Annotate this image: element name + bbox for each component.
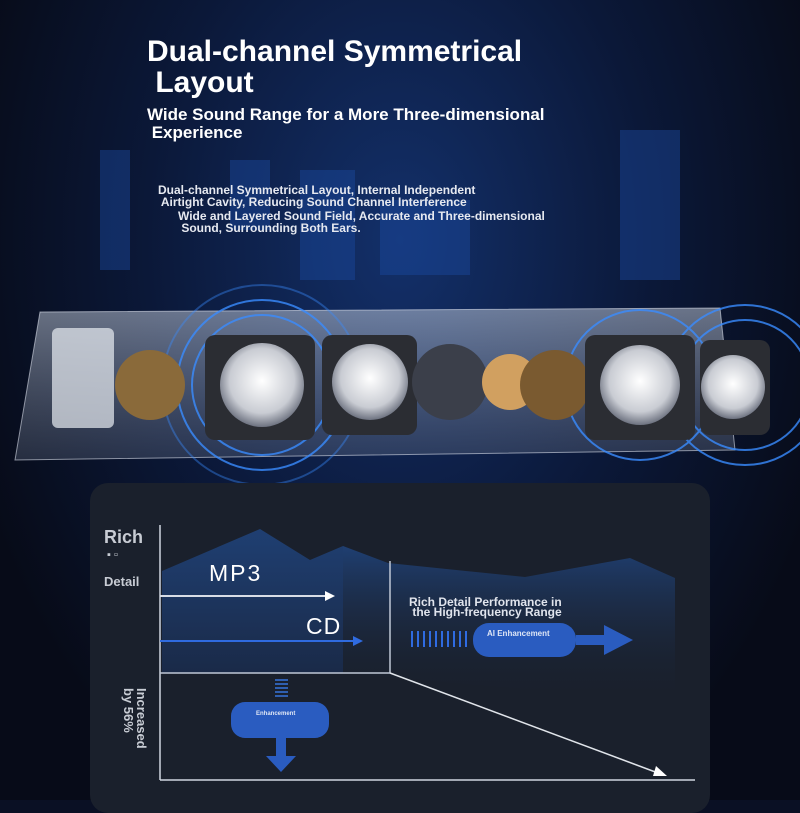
mp3-area xyxy=(162,529,343,673)
high-frequency-label: Rich Detail Performance in the High-freq… xyxy=(409,595,562,619)
cd-label: CD xyxy=(306,613,342,639)
enhancement-label: Enhancement xyxy=(256,711,296,717)
bg-equalizer-block xyxy=(380,200,470,275)
feature-text-1: Dual-channel Symmetrical Layout, Interna… xyxy=(158,183,476,209)
speaker-illustration xyxy=(14,284,800,486)
diagram-panel: Rich ▪ ▫ Detail Increased by 56% MP3 CD … xyxy=(90,483,710,813)
y-label-increased: Increased by 56% xyxy=(121,688,149,749)
bg-equalizer-block xyxy=(230,160,270,230)
ai-wave-lines xyxy=(411,631,467,647)
y-label-detail: Detail xyxy=(104,574,140,589)
enhancement-stripes xyxy=(275,679,288,697)
bg-equalizer-block xyxy=(300,170,355,280)
ai-enhancement-pill xyxy=(473,623,576,657)
bg-equalizer-block xyxy=(620,130,680,280)
bg-equalizer-block xyxy=(100,150,130,270)
enhancement-diagram xyxy=(159,525,695,781)
feature-text-2: Wide and Layered Sound Field, Accurate a… xyxy=(178,209,545,235)
y-label-rich: Rich xyxy=(104,527,144,547)
mp3-label: MP3 xyxy=(209,560,263,586)
subtitle: Wide Sound Range for a More Three-dimens… xyxy=(147,105,545,142)
page-title: Dual-channel Symmetrical Layout xyxy=(147,35,523,99)
ai-enhancement-label: AI Enhancement xyxy=(487,629,550,638)
enhancement-pill xyxy=(231,702,329,738)
